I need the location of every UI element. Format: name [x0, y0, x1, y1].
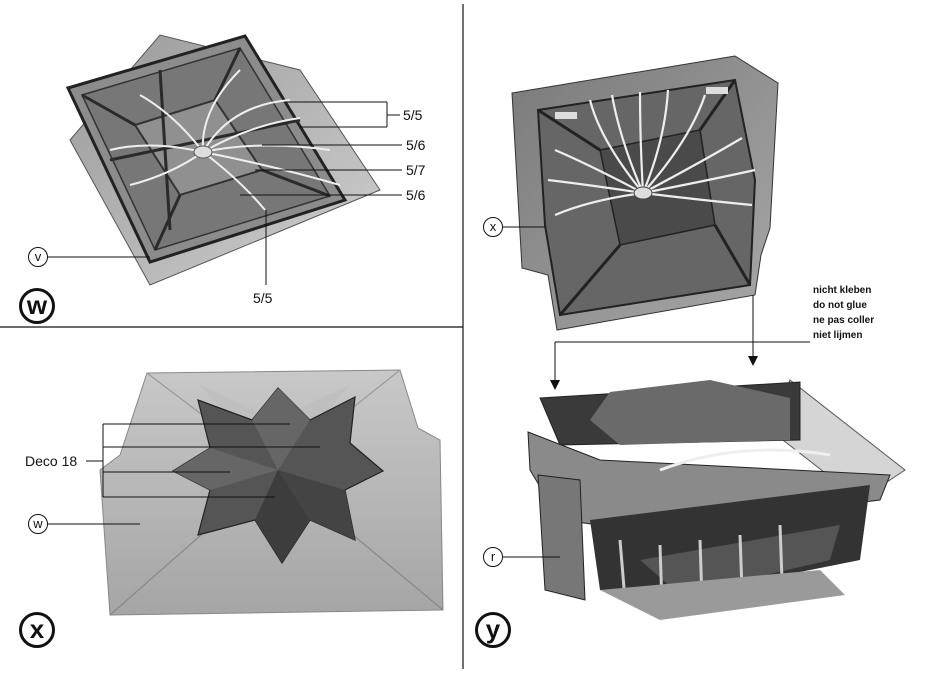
callout-r: r — [483, 547, 503, 567]
roof-star-photo — [100, 370, 443, 615]
label-5-5-bottom: 5/5 — [253, 291, 272, 305]
label-5-6-lower: 5/6 — [406, 188, 425, 202]
note-line-de: nicht kleben — [813, 283, 874, 298]
label-5-6-upper: 5/6 — [406, 138, 425, 152]
roof-underside-photo — [512, 56, 778, 330]
roof-frame-photo — [68, 35, 380, 285]
do-not-glue-note: nicht kleben do not glue ne pas coller n… — [813, 283, 874, 343]
label-deco-18: Deco 18 — [25, 454, 77, 468]
carousel-model-photo — [528, 380, 905, 620]
panel-badge-w: w — [19, 288, 55, 324]
callout-v: v — [28, 247, 48, 267]
note-line-fr: ne pas coller — [813, 313, 874, 328]
label-5-5-top: 5/5 — [403, 108, 422, 122]
callout-w: w — [28, 514, 48, 534]
panel-badge-x: x — [19, 612, 55, 648]
label-5-7: 5/7 — [406, 163, 425, 177]
panel-badge-y: y — [475, 612, 511, 648]
note-line-nl: niet lijmen — [813, 328, 874, 343]
callout-x: x — [483, 217, 503, 237]
note-line-en: do not glue — [813, 298, 874, 313]
